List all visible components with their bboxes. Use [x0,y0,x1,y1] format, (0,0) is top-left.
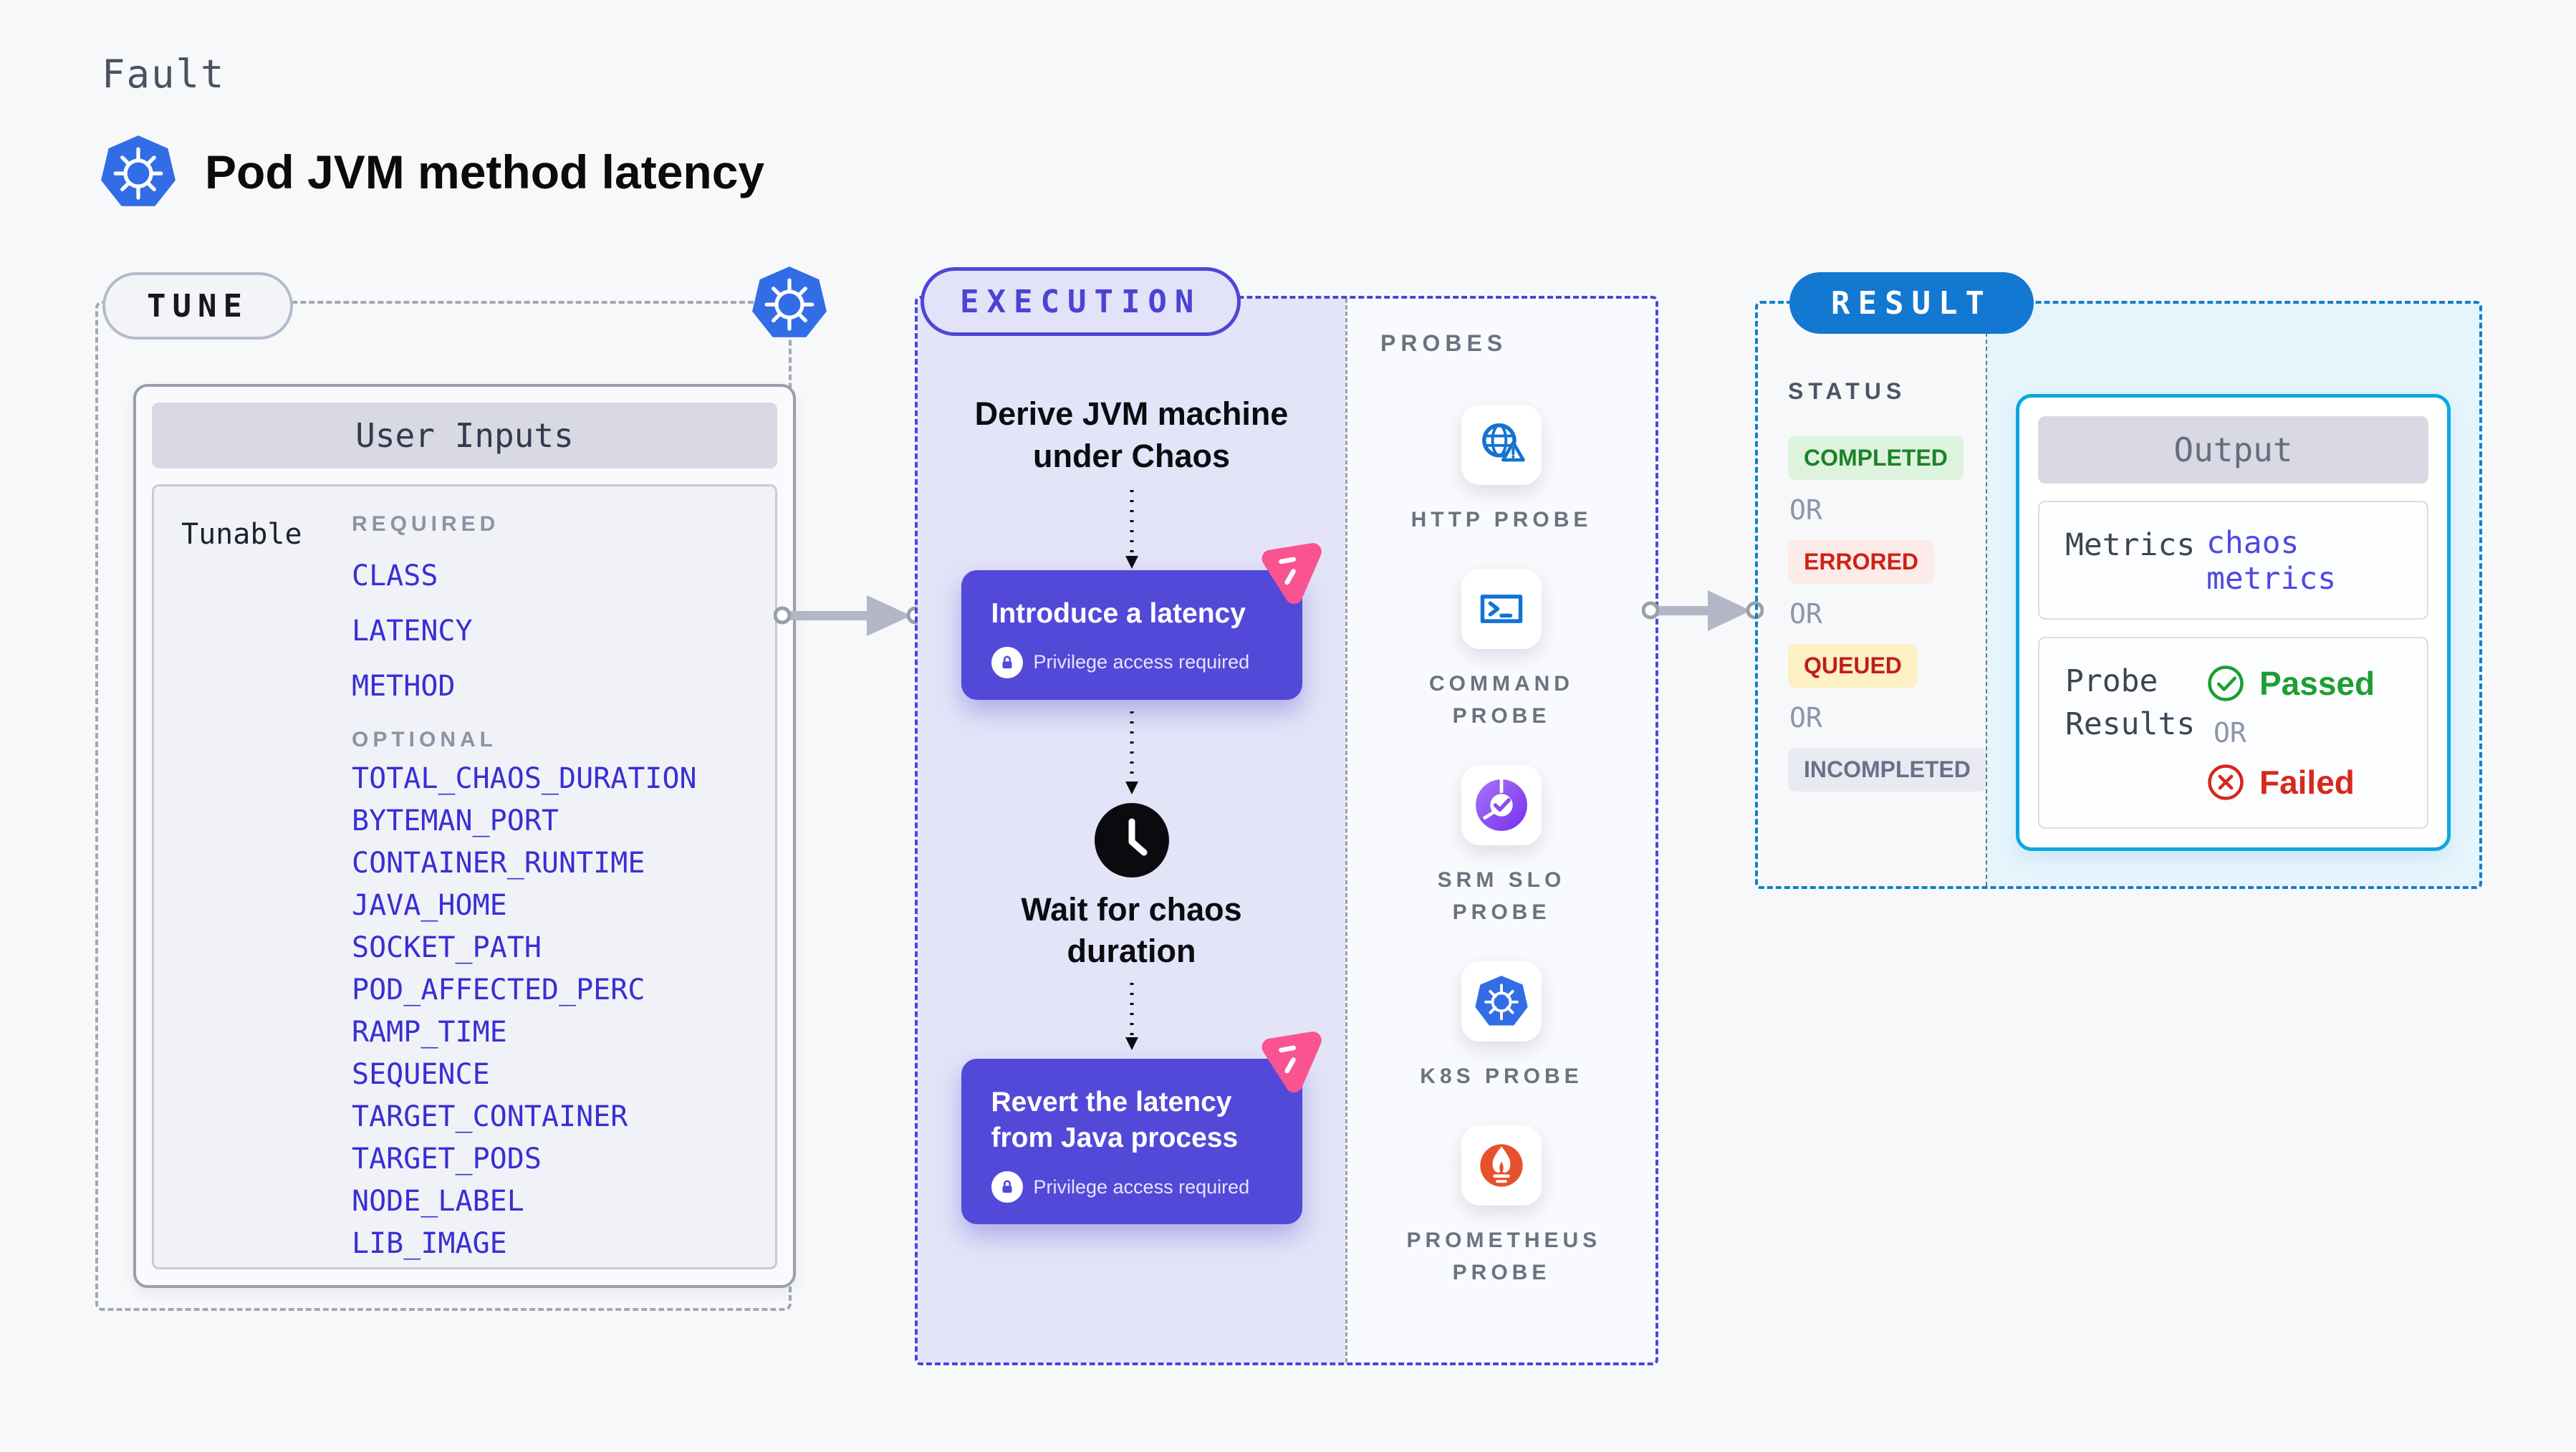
failed-line: Failed [2206,763,2355,802]
probe-item-prometheus: PROMETHEUS PROBE [1407,1125,1597,1289]
or-label: OR [1789,598,1822,630]
user-inputs-card: User Inputs Tunable REQUIRED CLASS LATEN… [133,384,796,1288]
arrow-right-icon [774,595,924,636]
page-title: Pod JVM method latency [205,145,765,199]
status-badges: COMPLETED OR ERRORED OR QUEUED OR INCOMP… [1788,436,1986,792]
tunable-param: TARGET_PODS [352,1143,542,1175]
probe-label: K8S PROBE [1420,1064,1583,1088]
probe-item-http: HTTP PROBE [1411,405,1592,536]
probe-item-command: COMMAND PROBE [1407,569,1597,732]
x-circle-icon [2208,764,2244,800]
probe-label: HTTP PROBE [1410,508,1592,532]
probe-list: HTTP PROBE COMMAND PROBE [1407,405,1597,1289]
execution-flow-panel: Derive JVM machine under Chaos Introduce… [918,299,1345,1362]
tunable-param: CLASS [352,559,438,592]
execution-section-label: EXECUTION [921,267,1241,336]
check-circle-icon [2208,665,2244,701]
tunable-param: BYTEMAN_PORT [352,804,559,837]
or-label: OR [2213,717,2246,749]
output-card-header: Output [2038,416,2428,484]
fault-kicker: Fault [102,52,226,97]
tunable-param: LIB_IMAGE [352,1227,507,1260]
optional-section-label: OPTIONAL [352,728,497,751]
passed-line: Passed [2206,664,2375,703]
tunable-param: SEQUENCE [352,1058,490,1091]
litmus-badge-icon [1242,531,1331,620]
tunable-param: NODE_LABEL [352,1185,524,1218]
dotted-arrow-icon [1125,490,1138,569]
metrics-value: chaos metrics [2206,525,2337,597]
output-panel: Output Metrics chaos metrics Probe Resul… [1986,304,2479,886]
result-section-label: RESULT [1789,272,2034,334]
lock-icon [991,1171,1023,1203]
command-probe-icon [1461,569,1542,649]
tune-section: TUNE User Inputs Tunable REQUIRED CLASS [95,266,827,1311]
execution-card-introduce-latency: Introduce a latency Privilege access req… [961,543,1322,700]
dotted-arrow-icon [1125,982,1138,1050]
tunable-param: POD_AFFECTED_PERC [352,973,645,1006]
dotted-arrow-icon [1125,711,1138,794]
kubernetes-icon [100,134,176,210]
metrics-row: Metrics chaos metrics [2038,501,2428,620]
passed-label: Passed [2259,665,2375,702]
litmus-badge-icon [1242,1019,1331,1108]
probe-item-srm-slo: SRM SLO PROBE [1407,765,1597,928]
lock-icon [991,646,1023,678]
status-badge: INCOMPLETED [1788,748,1986,792]
user-inputs-header: User Inputs [152,403,777,468]
probe-label: PROMETHEUS PROBE [1406,1229,1602,1284]
http-probe-icon [1461,405,1542,485]
or-label: OR [1789,494,1822,526]
privilege-row: Privilege access required [991,646,1272,678]
status-badge: COMPLETED [1788,436,1964,480]
or-label: OR [1789,702,1822,734]
execution-step-wait: Wait for chaos duration [1021,890,1242,970]
privilege-note: Privilege access required [1033,651,1250,673]
required-section-label: REQUIRED [352,512,500,536]
output-card: Output Metrics chaos metrics Probe Resul… [2016,394,2451,851]
privilege-note: Privilege access required [1033,1175,1250,1198]
status-badge: ERRORED [1788,540,1935,584]
status-column: STATUS COMPLETED OR ERRORED OR QUEUED OR… [1758,304,1986,886]
probe-item-k8s: K8S PROBE [1420,961,1582,1092]
probe-results-label: Probe Results [2065,663,2196,743]
execution-section: EXECUTION Derive JVM machine under Chaos [915,267,1658,1365]
tune-section-label: TUNE [102,272,293,340]
privilege-row: Privilege access required [991,1171,1272,1203]
page-title-row: Pod JVM method latency [100,113,764,231]
tunable-param: SOCKET_PATH [352,931,542,964]
tunable-row-label: Tunable [181,518,302,551]
prometheus-probe-icon [1461,1125,1542,1206]
probe-label: COMMAND PROBE [1429,672,1574,728]
tunables-list: Tunable REQUIRED CLASS LATENCY METHOD OP… [152,484,777,1269]
srm-slo-probe-icon [1461,765,1542,845]
probe-results-values: Passed OR Failed [2206,660,2375,806]
probes-section-label: PROBES [1380,330,1508,356]
probe-label: SRM SLO PROBE [1437,868,1566,924]
failed-label: Failed [2259,764,2355,801]
tunable-param: CONTAINER_RUNTIME [352,847,645,880]
metrics-label: Metrics [2065,527,2196,563]
tunable-param: LATENCY [352,615,473,648]
status-badge: QUEUED [1788,644,1918,688]
k8s-probe-icon [1461,961,1542,1042]
execution-step-derive: Derive JVM machine under Chaos [974,395,1289,474]
tunable-param: RAMP_TIME [352,1016,507,1049]
result-section: RESULT STATUS COMPLETED OR ERRORED OR QU… [1755,272,2482,889]
kubernetes-icon [751,265,827,341]
card-title: Introduce a latency [991,598,1246,629]
status-label: STATUS [1788,378,1907,404]
tunable-params-column: REQUIRED CLASS LATENCY METHOD OPTIONAL T… [352,512,697,1259]
tunable-param: TARGET_CONTAINER [352,1100,628,1133]
probes-section: PROBES HTTP PROBE [1345,299,1655,1362]
clock-icon [1092,800,1172,880]
probe-results-row: Probe Results Passed OR [2038,637,2428,829]
arrow-right-icon [1642,590,1764,631]
tunable-param: METHOD [352,670,456,703]
execution-card-revert-latency: Revert the latency from Java process Pri… [961,1031,1322,1225]
tunable-param: JAVA_HOME [352,889,507,922]
tunable-param: TOTAL_CHAOS_DURATION [352,762,697,795]
card-title: Revert the latency from Java process [991,1086,1239,1154]
